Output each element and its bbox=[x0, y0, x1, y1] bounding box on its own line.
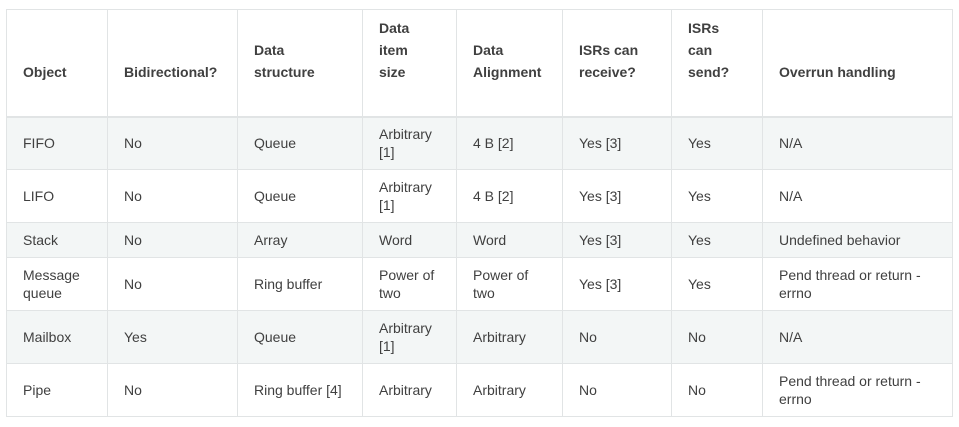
table-row: Message queue No Ring buffer Power of tw… bbox=[6, 257, 953, 311]
table-row: Stack No Array Word Word Yes [3] Yes Und… bbox=[6, 222, 953, 258]
column-header-overrun-handling: Overrun handling bbox=[762, 9, 953, 118]
column-header-bidirectional: Bidirectional? bbox=[107, 9, 238, 118]
cell-data-item-size: Arbitrary bbox=[362, 363, 457, 417]
cell-bidirectional: No bbox=[107, 169, 238, 223]
cell-data-alignment: Arbitrary bbox=[456, 310, 563, 364]
cell-data-item-size: Arbitrary [1] bbox=[362, 116, 457, 170]
cell-overrun-handling: Undefined behavior bbox=[762, 222, 953, 258]
cell-overrun-handling: Pend thread or return -errno bbox=[762, 363, 953, 417]
cell-isrs-can-send: Yes bbox=[671, 222, 763, 258]
cell-data-structure: Queue bbox=[237, 310, 363, 364]
cell-isrs-can-receive: Yes [3] bbox=[562, 169, 672, 223]
cell-isrs-can-send: No bbox=[671, 363, 763, 417]
column-header-isrs-can-receive: ISRs can receive? bbox=[562, 9, 672, 118]
cell-isrs-can-send: No bbox=[671, 310, 763, 364]
cell-overrun-handling: Pend thread or return -errno bbox=[762, 257, 953, 311]
cell-isrs-can-receive: Yes [3] bbox=[562, 116, 672, 170]
cell-data-structure: Queue bbox=[237, 169, 363, 223]
table-row: Mailbox Yes Queue Arbitrary [1] Arbitrar… bbox=[6, 310, 953, 364]
cell-data-structure: Ring buffer [4] bbox=[237, 363, 363, 417]
cell-isrs-can-send: Yes bbox=[671, 257, 763, 311]
kernel-objects-table: Object Bidirectional? Data structure Dat… bbox=[6, 9, 953, 417]
cell-isrs-can-receive: No bbox=[562, 310, 672, 364]
header-row: Object Bidirectional? Data structure Dat… bbox=[6, 9, 953, 118]
cell-object: Message queue bbox=[6, 257, 108, 311]
cell-isrs-can-receive: No bbox=[562, 363, 672, 417]
column-header-data-structure: Data structure bbox=[237, 9, 363, 118]
cell-bidirectional: No bbox=[107, 222, 238, 258]
cell-overrun-handling: N/A bbox=[762, 310, 953, 364]
cell-data-alignment: 4 B [2] bbox=[456, 169, 563, 223]
cell-data-item-size: Power of two bbox=[362, 257, 457, 311]
column-header-object: Object bbox=[6, 9, 108, 118]
cell-data-structure: Ring buffer bbox=[237, 257, 363, 311]
cell-overrun-handling: N/A bbox=[762, 116, 953, 170]
column-header-data-item-size: Data item size bbox=[362, 9, 457, 118]
cell-isrs-can-receive: Yes [3] bbox=[562, 257, 672, 311]
cell-overrun-handling: N/A bbox=[762, 169, 953, 223]
cell-object: LIFO bbox=[6, 169, 108, 223]
cell-isrs-can-send: Yes bbox=[671, 116, 763, 170]
table-row: FIFO No Queue Arbitrary [1] 4 B [2] Yes … bbox=[6, 116, 953, 170]
cell-object: FIFO bbox=[6, 116, 108, 170]
cell-data-alignment: Word bbox=[456, 222, 563, 258]
cell-isrs-can-receive: Yes [3] bbox=[562, 222, 672, 258]
cell-isrs-can-send: Yes bbox=[671, 169, 763, 223]
cell-bidirectional: No bbox=[107, 257, 238, 311]
table-row: LIFO No Queue Arbitrary [1] 4 B [2] Yes … bbox=[6, 169, 953, 223]
cell-object: Mailbox bbox=[6, 310, 108, 364]
cell-data-structure: Queue bbox=[237, 116, 363, 170]
table-row: Pipe No Ring buffer [4] Arbitrary Arbitr… bbox=[6, 363, 953, 417]
cell-data-item-size: Arbitrary [1] bbox=[362, 310, 457, 364]
cell-bidirectional: No bbox=[107, 363, 238, 417]
cell-bidirectional: Yes bbox=[107, 310, 238, 364]
cell-data-alignment: Arbitrary bbox=[456, 363, 563, 417]
cell-object: Pipe bbox=[6, 363, 108, 417]
cell-data-item-size: Arbitrary [1] bbox=[362, 169, 457, 223]
cell-data-alignment: 4 B [2] bbox=[456, 116, 563, 170]
cell-data-item-size: Word bbox=[362, 222, 457, 258]
column-header-data-alignment: Data Alignment bbox=[456, 9, 563, 118]
table-container: Object Bidirectional? Data structure Dat… bbox=[6, 9, 953, 417]
cell-data-alignment: Power of two bbox=[456, 257, 563, 311]
cell-data-structure: Array bbox=[237, 222, 363, 258]
column-header-isrs-can-send: ISRs can send? bbox=[671, 9, 763, 118]
cell-bidirectional: No bbox=[107, 116, 238, 170]
cell-object: Stack bbox=[6, 222, 108, 258]
